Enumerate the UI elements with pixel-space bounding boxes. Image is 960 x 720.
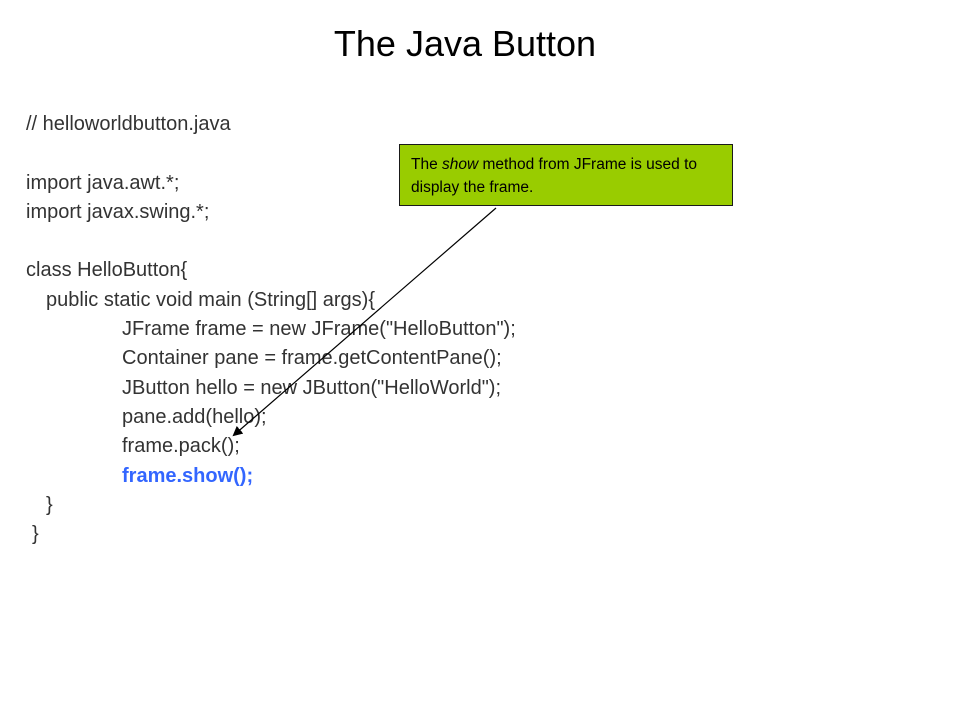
code-line-frame-show: frame.show();: [122, 464, 254, 487]
code-line-frame-pack: frame.pack();: [122, 435, 240, 458]
code-line-container: Container pane = frame.getContentPane();: [122, 347, 502, 370]
code-line-import-swing: import javax.swing.*;: [26, 200, 210, 223]
callout-text-emphasis: show: [442, 156, 479, 173]
callout-text-suffix: method from JFrame is used to display th…: [411, 156, 698, 196]
code-line-jframe: JFrame frame = new JFrame("HelloButton")…: [122, 318, 516, 341]
code-line-close-class: }: [32, 523, 39, 546]
code-line-pane-add: pane.add(hello);: [122, 405, 267, 428]
code-line-class-decl: class HelloButton{: [26, 259, 188, 282]
code-line-import-awt: import java.awt.*;: [26, 171, 180, 194]
slide-title: The Java Button: [333, 23, 597, 64]
code-line-main-decl: public static void main (String[] args){: [46, 288, 376, 311]
callout-text-prefix: The: [411, 156, 443, 173]
code-line-blank: [26, 227, 726, 256]
code-line-comment: // helloworldbutton.java: [26, 113, 231, 135]
code-line-jbutton: JButton hello = new JButton("HelloWorld"…: [122, 376, 502, 399]
code-line-close-main: }: [46, 493, 53, 516]
callout-box: The show method from JFrame is used to d…: [399, 144, 733, 206]
